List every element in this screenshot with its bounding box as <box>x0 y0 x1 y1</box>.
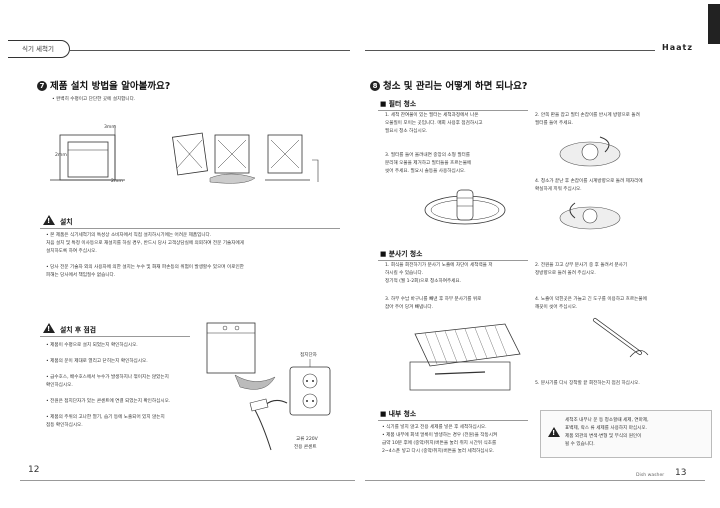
filter-assembly-illustration <box>424 189 506 225</box>
install-text: • 본 제품은 식기세척기의 특성상 소비자에서 직접 설치하시기에는 어려운 … <box>46 233 244 278</box>
warning-icon <box>548 427 560 437</box>
outlet-label-dedicated: 전용 콘센트 <box>294 445 317 450</box>
rack-illustration <box>409 323 521 391</box>
dim-3mm: 3mm <box>104 125 116 130</box>
brand-logo: Haatz <box>662 43 693 52</box>
sprayer-step-3: 3. 하부 수납 바구니를 빼낸 후 하부 분사기를 위로 잡아 주어 당겨 빼… <box>385 297 482 310</box>
section-number: 7 <box>37 81 47 91</box>
list-item: • 급수호스, 배수호스에서 누수가 발생하지나 꺾이지는 않았는지 <box>46 375 169 380</box>
filter-step-1: 1. 세척 잔여물이 있는 필터는 세척과정에서 나온 오물질이 모이는 곳입니… <box>385 113 483 134</box>
section-number: 8 <box>370 81 380 91</box>
install-intro: • 완벽히 수평이고 단단한 곳에 설치합니다. <box>52 97 136 102</box>
filter-heading: ■ 필터 청소 <box>380 100 417 108</box>
install-rule <box>40 228 340 229</box>
sprayer-rule <box>378 260 528 261</box>
check-illustrations <box>206 322 331 451</box>
warning-icon <box>43 323 55 333</box>
list-item: • 제품의 문이 제대로 열리고 닫히는지 확인하십시오. <box>46 359 148 364</box>
footer-brand: Dish washer <box>636 473 665 478</box>
filter-rule <box>378 110 528 111</box>
footer-rule <box>365 480 705 481</box>
page-number: 13 <box>675 468 687 478</box>
install-heading: 설치 <box>43 215 73 226</box>
header-rule <box>365 50 655 51</box>
check-list: • 제품이 수평으로 설치 되었는지 확인하십시오. • 제품의 문이 제대로 … <box>46 343 171 428</box>
page-number: 12 <box>28 465 40 475</box>
outlet-label-voltage: 교류 220V <box>296 437 318 442</box>
filter-step-2: 2. 안쪽 판을 잡고 필터 손잡이를 반시계 방향으로 돌려 필터를 들어 주… <box>535 113 640 126</box>
header-rule <box>70 50 350 51</box>
interior-text: • 식기를 넣지 않고 전용 세제를 넣은 후 세척하십시오. • 제품 내부에… <box>382 425 498 454</box>
filter-step-4: 4. 청소가 끝난 후 손잡이를 시계방향으로 돌려 제자리에 확실하게 끼워 … <box>535 179 643 192</box>
sprayer-step-4: 4. 노즐이 막힌곳은 가늘고 긴 도구를 이용하고 흐르는물에 깨끗이 씻어 … <box>535 297 647 310</box>
edge-tab-marker <box>708 4 720 44</box>
check-rule <box>40 336 190 337</box>
section-tab: 식기 세척기 <box>8 40 70 58</box>
caution-note-box: 세척조 내부나 문 등 청소할때 세제, 연마제, 표백제, 락스 류 세제를 … <box>540 410 712 458</box>
check-heading: 설치 후 점검 <box>43 323 96 334</box>
caution-note-text: 세척조 내부나 문 등 청소할때 세제, 연마제, 표백제, 락스 류 세제를 … <box>565 418 649 447</box>
warning-icon <box>43 215 55 225</box>
footer-rule <box>20 480 355 481</box>
sprayer-step-5: 5. 분사기를 다시 장착할 끝 회전하는지 점검 하십시오. <box>535 381 640 386</box>
filter-step-3: 3. 필터를 들어 올려내면 중앙의 소형 필터를 분리해 오물을 제거하고 필… <box>385 153 472 174</box>
interior-rule <box>378 420 528 421</box>
filter-step-4-illustration <box>559 202 621 230</box>
list-item: • 제품이 수평으로 설치 되었는지 확인하십시오. <box>46 343 138 348</box>
interior-heading: ■ 내부 청소 <box>380 410 417 418</box>
dim-2mm-left: 2mm <box>55 153 67 158</box>
sprayer-step-2: 2. 전원을 끄고 상부 분사기 중 후 돌려서 분사기 정방향으로 들려 올려… <box>535 263 628 276</box>
sprayer-step-1: 1. 회식을 회전하기가 분사기 노즐에 차단이 세척력을 저 하시킬 수 있습… <box>385 263 493 284</box>
ground-terminal-label: 접지단자 <box>300 353 317 358</box>
list-item: • 전원은 접지단자가 있는 콘센트에 연결 되었는지 확인하십시오. <box>46 399 171 404</box>
dim-2mm-right: 2mm <box>111 179 123 184</box>
sprayer-heading: ■ 분사기 청소 <box>380 250 423 258</box>
list-item: • 제품의 주위의 고나한 열기, 습기 등에 노출되어 있지 않는지 <box>46 415 165 420</box>
install-illustrations <box>50 125 319 184</box>
nozzle-cleaning-illustration <box>593 318 649 358</box>
filter-step-2-illustration <box>559 136 621 167</box>
